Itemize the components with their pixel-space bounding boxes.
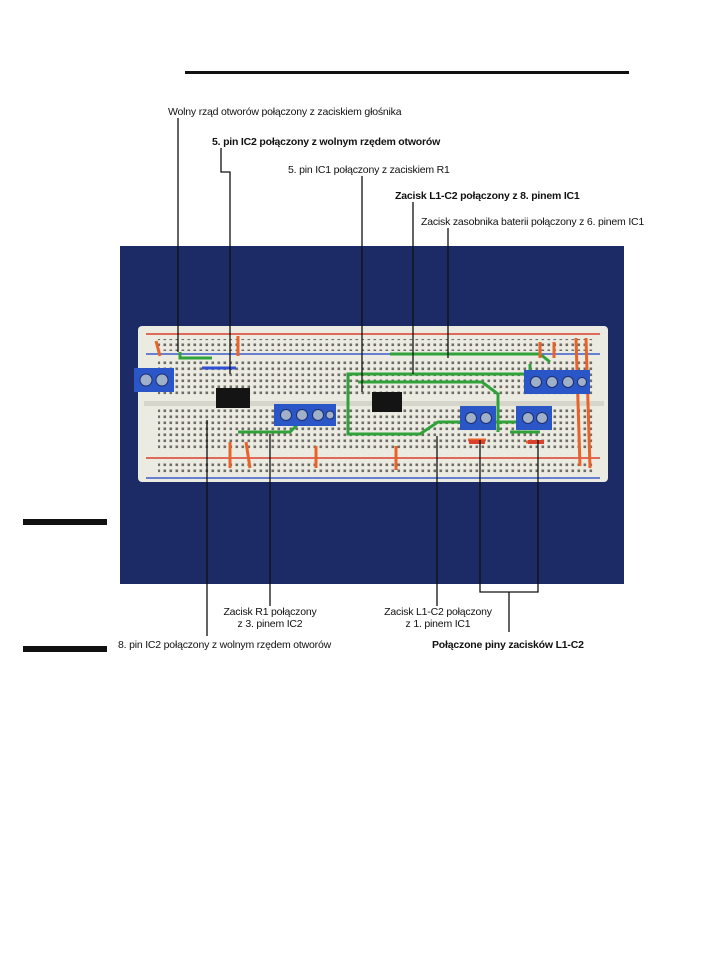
callout-joined-pins: Połączone piny zacisków L1-C2	[432, 639, 584, 651]
terminal-battery	[524, 370, 590, 394]
callout-battery-pin6: Zacisk zasobnika baterii połączony z 6. …	[421, 216, 645, 228]
joined-pin-left	[469, 440, 485, 444]
margin-bar-upper	[23, 519, 107, 525]
breadboard-illustration	[134, 326, 608, 482]
top-rule	[185, 71, 629, 74]
callout-l1c2-pin8: Zacisk L1-C2 połączony z 8. pinem IC1	[395, 190, 580, 202]
margin-bar-lower	[23, 646, 107, 652]
callout-free-row-speaker: Wolny rząd otworów połączony z zaciskiem…	[168, 106, 402, 118]
ic1-chip	[372, 392, 402, 412]
callout-r1-ic2-pin3: Zacisk R1 połączony z 3. pinem IC2	[215, 606, 325, 630]
terminal-r1	[274, 404, 336, 426]
callout-l1c2-pin1-line2: z 1. pinem IC1	[405, 618, 471, 630]
terminal-speaker	[134, 368, 174, 392]
callout-r1-line2: z 3. pinem IC2	[237, 618, 303, 630]
callout-r1-line1: Zacisk R1 połączony	[223, 606, 317, 618]
callout-ic2-pin8: 8. pin IC2 połączony z wolnym rzędem otw…	[118, 639, 331, 651]
callout-l1c2-ic1-pin1: Zacisk L1-C2 połączony z 1. pinem IC1	[382, 606, 494, 630]
holes-top-rail	[158, 339, 594, 351]
callout-ic1-pin5: 5. pin IC1 połączony z zaciskiem R1	[288, 164, 450, 176]
ic2-chip	[216, 388, 250, 408]
callout-l1c2-pin1-line1: Zacisk L1-C2 połączony	[384, 606, 492, 618]
holes-bottom-rail	[158, 461, 594, 473]
callout-ic2-pin5: 5. pin IC2 połączony z wolnym rzędem otw…	[212, 136, 441, 148]
joined-pin-right	[528, 440, 544, 444]
terminal-l1c2-right	[516, 406, 552, 430]
terminal-l1c2-left	[460, 406, 496, 430]
breadboard-photo	[120, 246, 624, 584]
